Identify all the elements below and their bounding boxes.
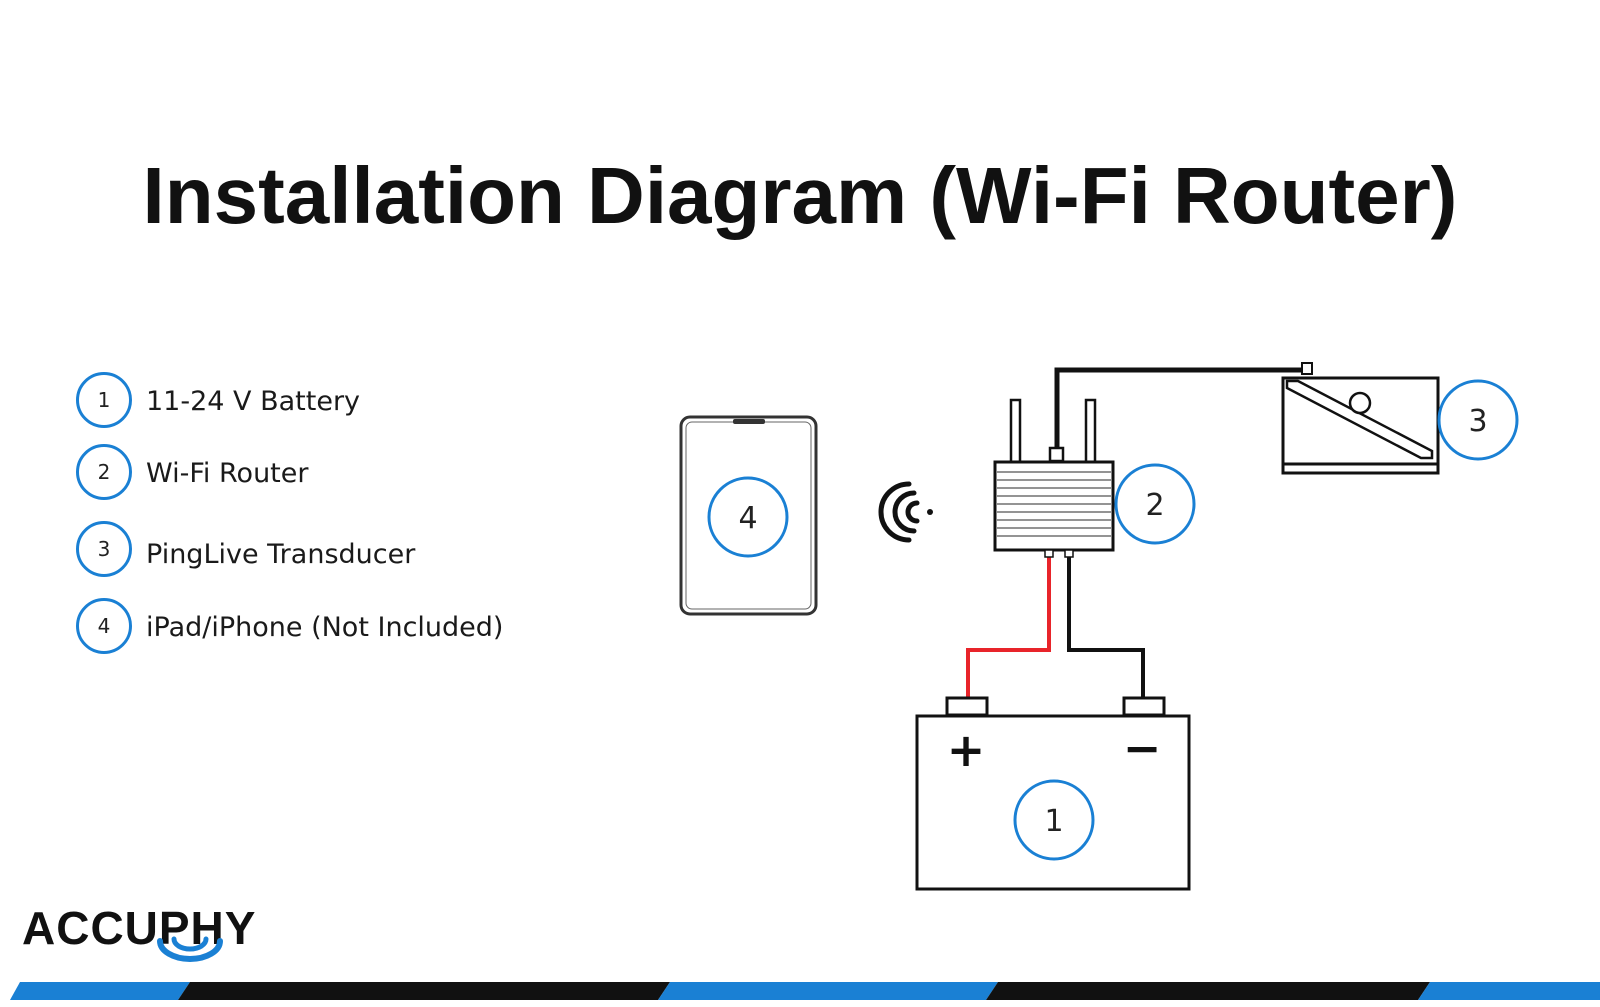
legend-number-badge: 3 bbox=[76, 521, 132, 577]
transducer-icon bbox=[1281, 362, 1440, 475]
callout-battery: 1 bbox=[1013, 779, 1095, 861]
legend-label-device: iPad/iPhone (Not Included) bbox=[146, 612, 504, 643]
legend-number-badge: 2 bbox=[76, 444, 132, 500]
legend-number-badge: 4 bbox=[76, 598, 132, 654]
brand-logo: ACCUPHY bbox=[22, 893, 256, 963]
callout-router: 2 bbox=[1114, 463, 1196, 545]
router-icon bbox=[993, 398, 1115, 558]
legend-label-battery: 11-24 V Battery bbox=[146, 386, 361, 417]
transducer-cable bbox=[1054, 367, 1310, 453]
sonar-wave-icon bbox=[157, 936, 223, 962]
legend-label-transducer: PingLive Transducer bbox=[146, 539, 416, 570]
callout-tablet: 4 bbox=[707, 476, 789, 558]
footer-stripe bbox=[10, 982, 1600, 1000]
positive-wire bbox=[966, 554, 1051, 700]
negative-wire bbox=[1067, 554, 1145, 700]
callout-number: 1 bbox=[1044, 804, 1063, 839]
page-title: Installation Diagram (Wi-Fi Router) bbox=[142, 151, 1458, 240]
callout-transducer: 3 bbox=[1437, 379, 1519, 461]
positive-terminal-sign: + bbox=[947, 723, 986, 777]
callout-number: 3 bbox=[1468, 404, 1487, 439]
callout-number: 4 bbox=[738, 501, 757, 536]
legend-number-badge: 1 bbox=[76, 372, 132, 428]
legend-label-router: Wi-Fi Router bbox=[146, 458, 309, 489]
wifi-signal-icon bbox=[878, 481, 933, 543]
callout-number: 2 bbox=[1145, 488, 1164, 523]
negative-terminal-sign: − bbox=[1123, 721, 1162, 775]
